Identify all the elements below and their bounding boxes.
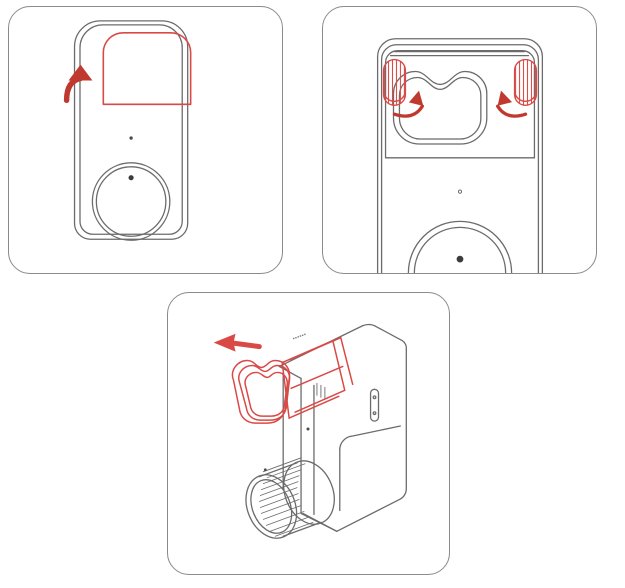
curved-up-arrow (63, 64, 93, 104)
lens-cap-highlight (102, 32, 192, 106)
lens-dot (128, 175, 134, 181)
device-body-outline (73, 20, 189, 240)
cap-recess-wavy-inner (398, 76, 482, 140)
device-rear-face (336, 348, 407, 532)
rotate-arrow-left (392, 90, 424, 118)
indicator-dot (306, 427, 310, 431)
lens-outer-ring (91, 162, 171, 241)
panel-3-illustration (213, 323, 407, 539)
indicator-dot (129, 136, 133, 140)
panel-three-quarter-view-cap-removed (167, 292, 450, 575)
device-front-face (300, 377, 338, 532)
lens-inner-ring (95, 166, 167, 237)
focus-ring-dot (263, 468, 267, 472)
grip-tab-left (382, 58, 407, 106)
grip-tab-right (513, 58, 538, 106)
panel-top-view-cap-tabs (322, 6, 597, 274)
cap-recess-outer (384, 50, 536, 159)
device-body-inner-outline (380, 44, 540, 273)
cap-recess-wavy-outer (392, 70, 488, 145)
panel-2-illustration (376, 38, 544, 273)
lens-cap-detached (231, 336, 354, 424)
device-body-outline (376, 38, 544, 273)
side-button[interactable] (369, 388, 380, 422)
panel-front-view-with-cap (8, 6, 283, 274)
lens-dot (456, 255, 464, 263)
rotate-arrow-right (496, 90, 528, 118)
device-body-inner-outline (79, 24, 183, 235)
rear-panel-seam (339, 425, 401, 450)
device-top-face (278, 323, 407, 368)
pull-arrow-left (213, 333, 262, 352)
focus-ring (245, 457, 335, 539)
panel-1-illustration (63, 20, 192, 241)
lens-arc-inner (413, 226, 507, 273)
indicator-dot (457, 189, 463, 194)
lens-arc-outer (407, 220, 513, 273)
